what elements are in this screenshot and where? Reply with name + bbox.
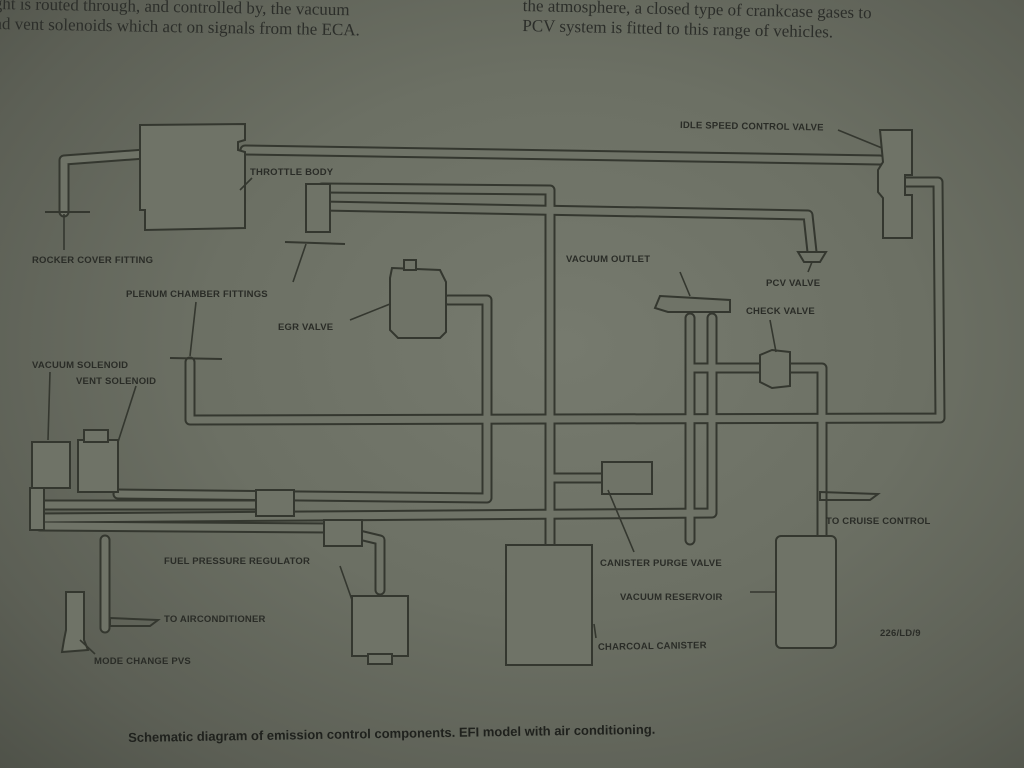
- label-figure-ref: 226/LD/9: [880, 628, 921, 639]
- regulator-base: [367, 653, 393, 665]
- label-egr-valve: EGR VALVE: [278, 322, 333, 333]
- vacuum-solenoid: [31, 441, 71, 489]
- inline-filter: [255, 489, 295, 517]
- vent-solenoid: [77, 439, 119, 493]
- label-plenum-chamber-fittings: PLENUM CHAMBER FITTINGS: [126, 289, 268, 300]
- egr-valve: [389, 266, 447, 339]
- label-rocker-cover-fitting: ROCKER COVER FITTING: [32, 255, 153, 266]
- charcoal-canister: [505, 544, 593, 666]
- label-idle-speed-control-valve: IDLE SPEED CONTROL VALVE: [680, 120, 824, 134]
- vacuum-outlet: [653, 294, 731, 313]
- canister-purge-valve: [601, 461, 653, 495]
- vent-solenoid-cap: [83, 429, 109, 443]
- check-valve: [759, 348, 791, 390]
- mode-change-pvs: [60, 591, 90, 654]
- fuel-pressure-regulator: [351, 595, 409, 657]
- label-vent-solenoid: VENT SOLENOID: [76, 376, 156, 387]
- components: [29, 122, 913, 666]
- cruise-control-pipe-end: [819, 490, 881, 501]
- label-pcv-valve: PCV VALVE: [766, 278, 820, 289]
- label-fuel-pressure-regulator: FUEL PRESSURE REGULATOR: [164, 556, 310, 567]
- vacuum-reservoir: [775, 535, 837, 649]
- aircon-pipe-end: [109, 616, 161, 627]
- label-throttle-body: THROTTLE BODY: [250, 167, 334, 178]
- solenoid-manifold: [29, 487, 45, 531]
- diagram-labels: IDLE SPEED CONTROL VALVE THROTTLE BODY R…: [32, 120, 931, 667]
- label-check-valve: CHECK VALVE: [746, 306, 815, 317]
- plenum-fitting-line: [169, 357, 223, 360]
- label-to-airconditioner: TO AIRCONDITIONER: [164, 614, 266, 625]
- label-vacuum-reservoir: VACUUM RESERVOIR: [620, 592, 723, 603]
- inline-junction: [323, 519, 363, 547]
- throttle-fitting-line: [284, 241, 346, 245]
- label-mode-change-pvs: MODE CHANGE PVS: [94, 656, 191, 667]
- label-vacuum-outlet: VACUUM OUTLET: [566, 254, 650, 265]
- label-vacuum-solenoid: VACUUM SOLENOID: [32, 360, 128, 371]
- idle-speed-control-valve: [877, 129, 913, 239]
- egr-top-stub: [403, 259, 417, 271]
- label-canister-purge-valve: CANISTER PURGE VALVE: [600, 558, 722, 569]
- pcv-valve: [796, 251, 828, 263]
- label-charcoal-canister: CHARCOAL CANISTER: [598, 640, 707, 653]
- throttle-body: [305, 183, 331, 233]
- plenum-chamber: [139, 122, 246, 232]
- leader-lines: [47, 129, 883, 655]
- label-to-cruise-control: TO CRUISE CONTROL: [826, 516, 931, 527]
